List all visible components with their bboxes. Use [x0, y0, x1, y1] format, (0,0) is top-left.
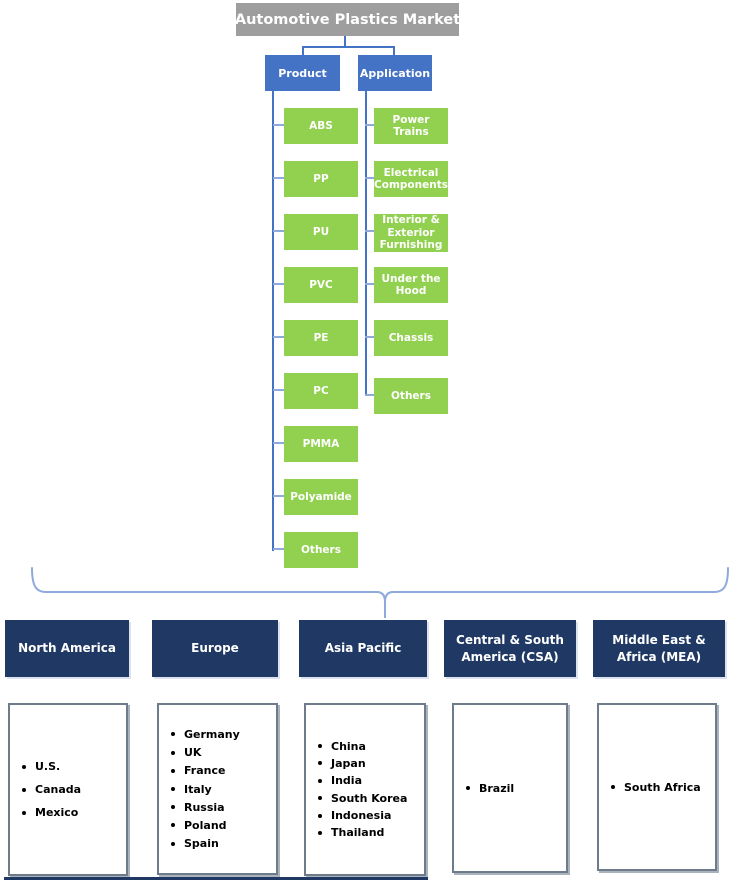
- branch-application-box: Application: [358, 55, 432, 91]
- connector-root-stem: [344, 36, 346, 47]
- region-header-asia-pacific: Asia Pacific: [299, 620, 427, 677]
- root-title-box: Automotive Plastics Market: [235, 3, 460, 36]
- country-list: U.S. Canada Mexico: [10, 755, 126, 824]
- product-item-others: Others: [273, 532, 358, 568]
- country-item: UK: [171, 746, 272, 759]
- product-item-abs: ABS: [273, 108, 358, 144]
- country-list-asia-pacific: China Japan India South Korea Indonesia …: [304, 703, 426, 876]
- country-item: U.S.: [22, 760, 122, 773]
- country-label: Spain: [184, 837, 219, 851]
- country-item: Canada: [22, 783, 122, 796]
- country-label: Russia: [184, 800, 225, 814]
- product-item-pmma: PMMA: [273, 426, 358, 462]
- brace: [31, 567, 729, 618]
- country-label: Mexico: [35, 806, 79, 819]
- application-item-power-trains: Power Trains: [365, 108, 448, 144]
- bullet-icon: [318, 813, 322, 818]
- region-header-europe: Europe: [152, 620, 278, 677]
- country-item: Russia: [171, 801, 272, 814]
- country-label: South Africa: [624, 780, 701, 794]
- country-label: Canada: [35, 783, 82, 796]
- country-label: India: [331, 774, 362, 788]
- country-list-mea: South Africa: [597, 703, 717, 871]
- country-label: Japan: [331, 756, 366, 770]
- product-item-pu: PU: [273, 214, 358, 250]
- connector-application-trunk: [365, 91, 367, 396]
- country-item: Poland: [171, 819, 272, 832]
- country-item: Spain: [171, 837, 272, 850]
- country-item: Japan: [318, 757, 420, 770]
- country-label: Thailand: [331, 826, 385, 840]
- bullet-icon: [22, 810, 26, 815]
- country-item: France: [171, 764, 272, 777]
- country-label: Italy: [184, 782, 212, 796]
- country-item: Mexico: [22, 806, 122, 819]
- country-list-north-america: U.S. Canada Mexico: [8, 703, 128, 876]
- bullet-icon: [318, 778, 322, 783]
- country-list-csa: Brazil: [452, 703, 568, 873]
- country-item: Indonesia: [318, 809, 420, 822]
- bullet-icon: [318, 744, 322, 749]
- country-item: India: [318, 774, 420, 787]
- application-item-under-the-hood: Under the Hood: [365, 267, 448, 303]
- country-list: Brazil: [454, 777, 566, 800]
- country-label: Indonesia: [331, 809, 392, 823]
- country-list: Germany UK France Italy Russia Poland Sp…: [159, 725, 276, 852]
- branch-product-box: Product: [265, 55, 340, 91]
- bullet-icon: [171, 750, 175, 755]
- application-item-chassis: Chassis: [365, 320, 448, 356]
- product-item-polyamide: Polyamide: [273, 479, 358, 515]
- product-item-pc: PC: [273, 373, 358, 409]
- bullet-icon: [171, 787, 175, 791]
- product-item-pvc: PVC: [273, 267, 358, 303]
- application-item-others: Others: [365, 378, 448, 414]
- country-label: UK: [184, 746, 202, 760]
- country-label: Poland: [184, 818, 227, 832]
- cut-off-bar: [4, 877, 428, 880]
- application-item-interior-exterior-furnishing: Interior & Exterior Furnishing: [365, 214, 448, 252]
- bullet-icon: [318, 761, 322, 766]
- country-list: China Japan India South Korea Indonesia …: [306, 737, 424, 841]
- country-item: China: [318, 740, 420, 753]
- region-header-csa: Central & South America (CSA): [444, 620, 576, 677]
- bullet-icon: [171, 823, 175, 828]
- country-list-europe: Germany UK France Italy Russia Poland Sp…: [157, 703, 278, 875]
- connector-drop-application: [393, 46, 395, 55]
- country-label: Brazil: [479, 781, 515, 795]
- country-item: Germany: [171, 728, 272, 741]
- country-label: China: [331, 739, 366, 753]
- bullet-icon: [466, 786, 470, 790]
- bullet-icon: [22, 787, 26, 792]
- country-label: U.S.: [35, 760, 61, 773]
- country-label: South Korea: [331, 791, 408, 805]
- region-header-mea: Middle East & Africa (MEA): [593, 620, 725, 677]
- country-list: South Africa: [599, 776, 715, 799]
- product-item-pe: PE: [273, 320, 358, 356]
- bullet-icon: [318, 796, 322, 801]
- bullet-icon: [171, 768, 175, 773]
- country-item: Brazil: [466, 782, 562, 795]
- bullet-icon: [318, 830, 322, 835]
- application-item-electrical-components: Electrical Components: [365, 161, 448, 197]
- bullet-icon: [171, 805, 175, 810]
- bullet-icon: [22, 764, 26, 769]
- country-label: Germany: [184, 727, 240, 741]
- connector-root-crossbar: [302, 46, 395, 48]
- country-label: France: [184, 764, 226, 778]
- connector-product-trunk: [272, 91, 274, 551]
- product-item-pp: PP: [273, 161, 358, 197]
- country-item: South Africa: [611, 781, 711, 794]
- bullet-icon: [171, 841, 175, 846]
- country-item: Italy: [171, 783, 272, 796]
- bullet-icon: [611, 785, 615, 789]
- region-header-north-america: North America: [5, 620, 129, 677]
- country-item: South Korea: [318, 792, 420, 805]
- country-item: Thailand: [318, 826, 420, 839]
- connector-drop-product: [302, 46, 304, 55]
- bullet-icon: [171, 732, 175, 737]
